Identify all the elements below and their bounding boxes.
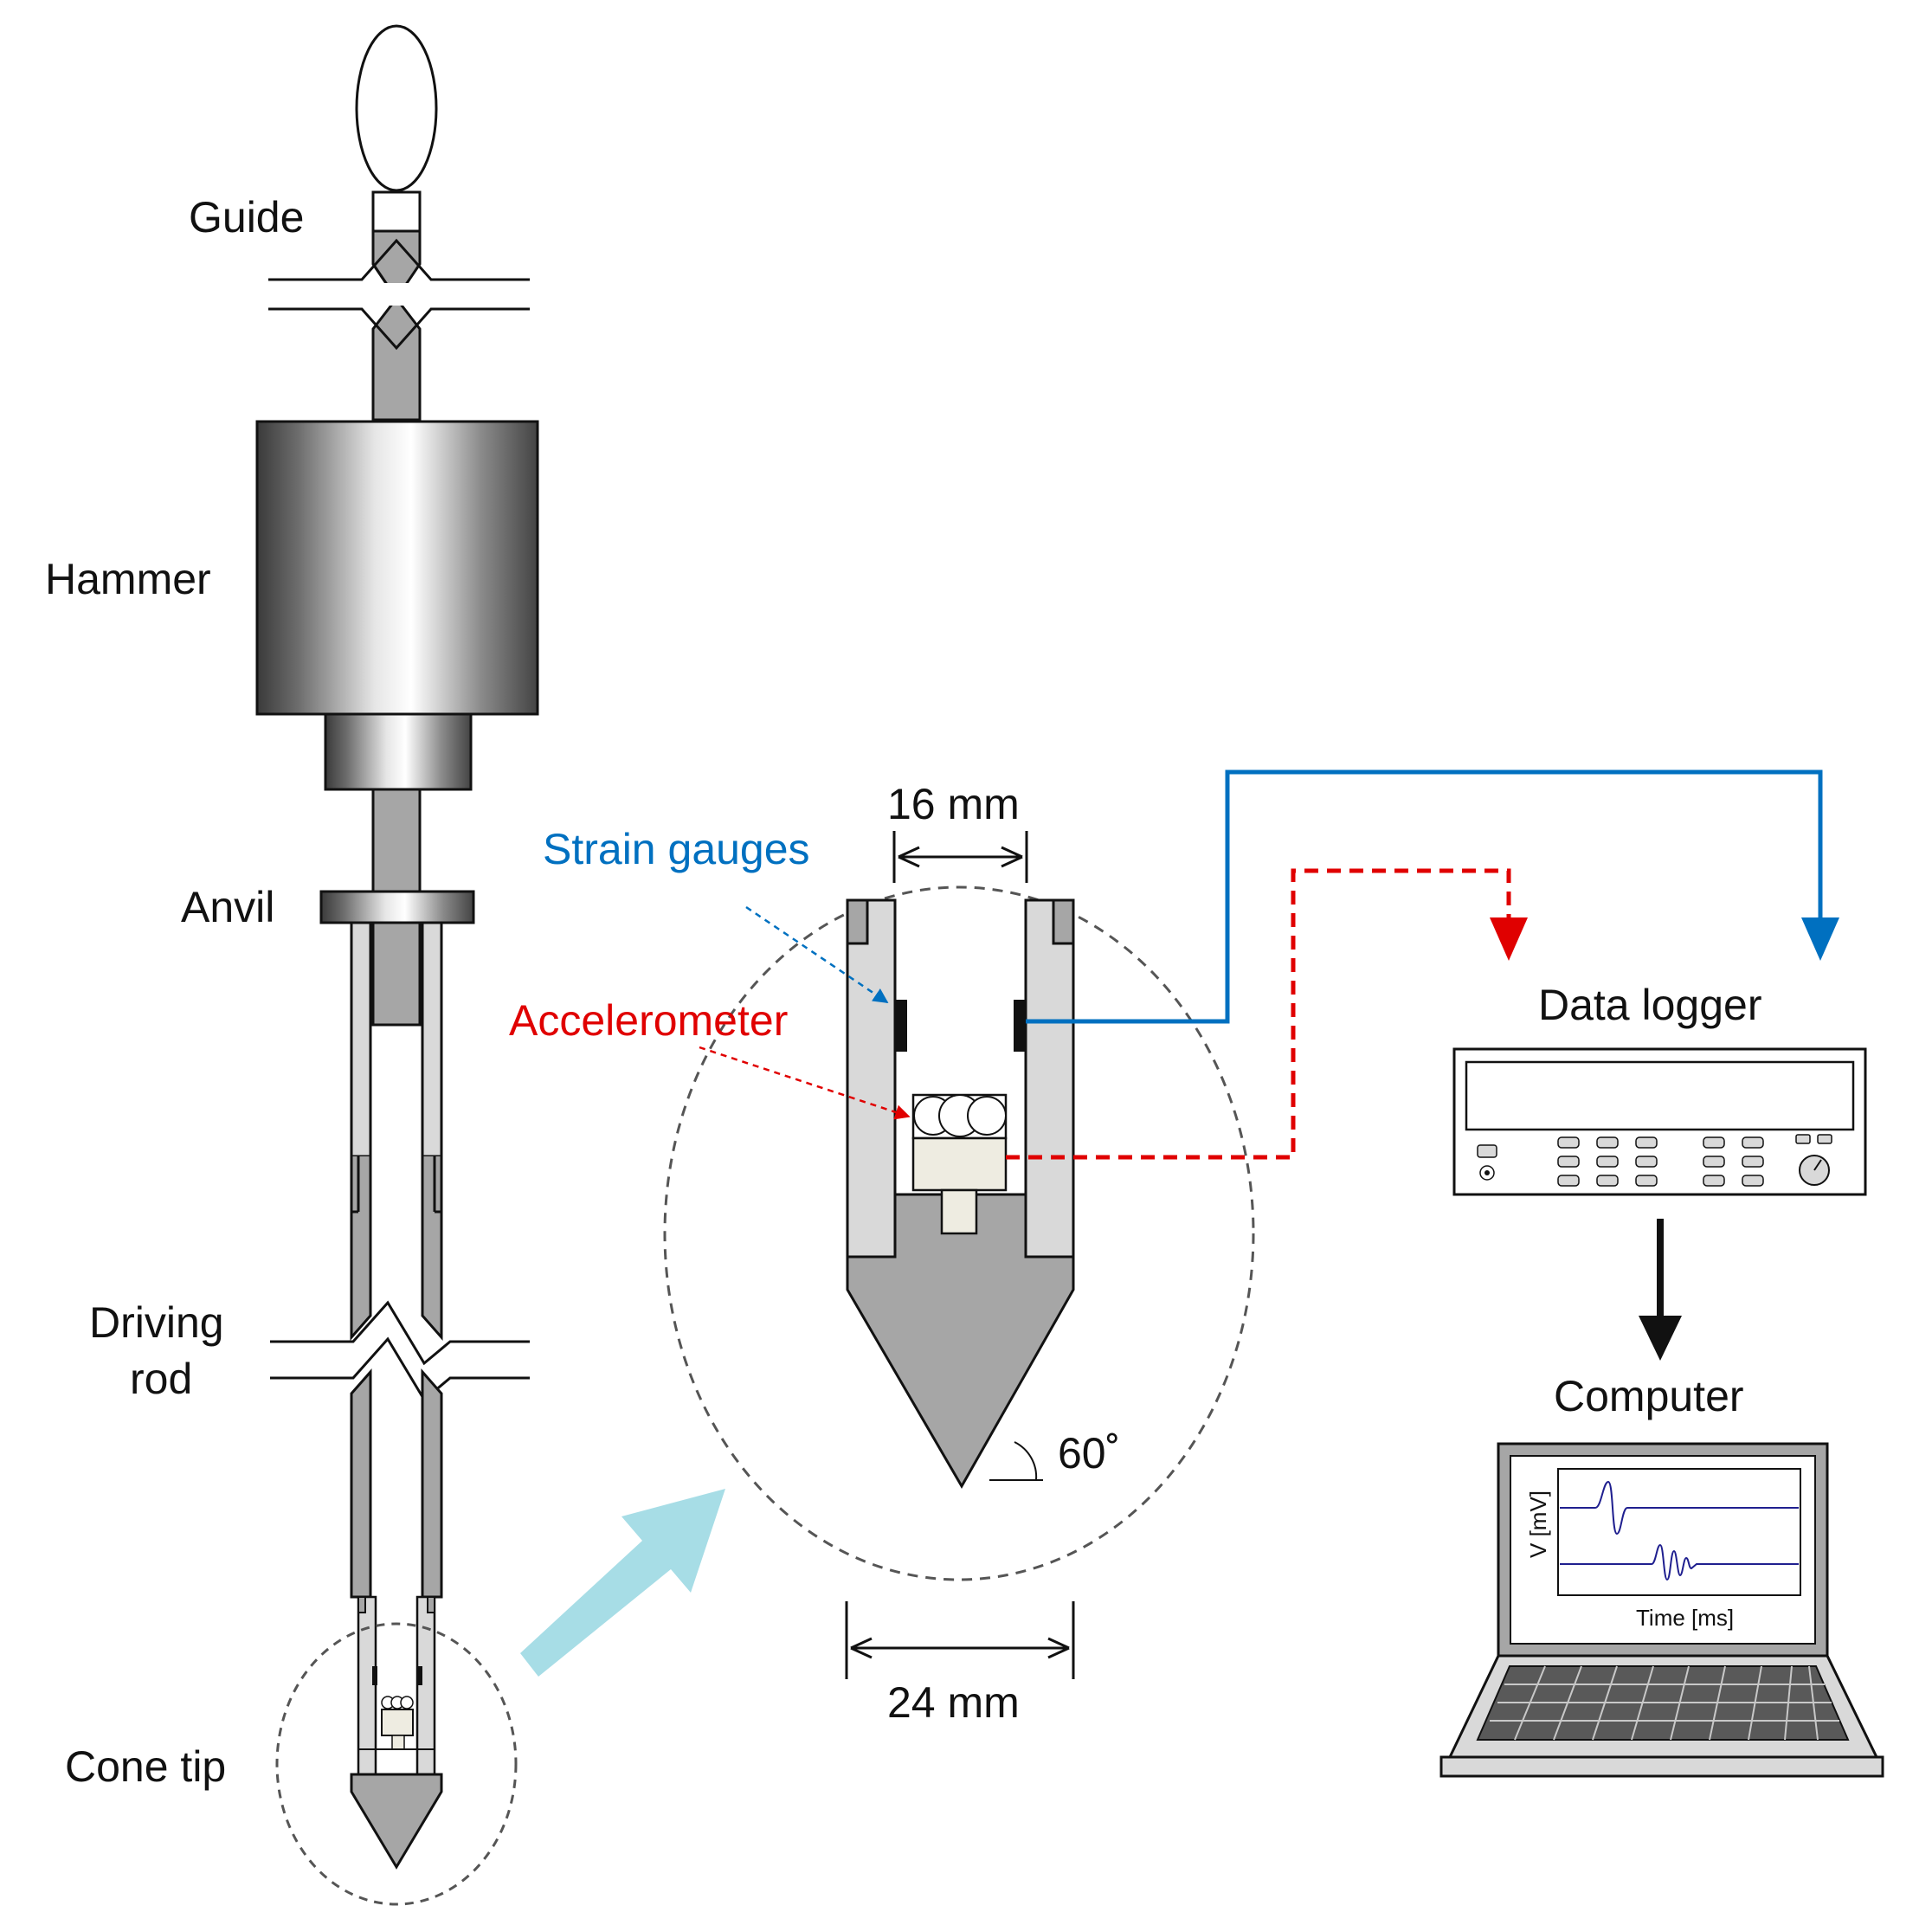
label-16mm: 16 mm (887, 780, 1020, 828)
screen-xlabel: Time [ms] (1636, 1605, 1734, 1631)
label-guide: Guide (189, 193, 304, 241)
screen-ylabel: V [mV] (1525, 1490, 1551, 1558)
dimension-24mm (845, 1601, 1075, 1679)
zoom-arrow (520, 1489, 725, 1677)
accelerometer (911, 1093, 1008, 1235)
hammer-body (255, 420, 539, 716)
strain-signal-line (1026, 769, 1839, 1024)
dcp-apparatus (255, 24, 539, 1906)
cone-tip-zoom-circle (275, 1622, 518, 1906)
dimension-16mm (892, 831, 1028, 883)
data-logger (1452, 1047, 1867, 1196)
cone-tip-detail (663, 885, 1255, 1581)
data-logger-display (1465, 1060, 1855, 1131)
anvil-rod (371, 788, 422, 893)
laptop: V [mV] Time [ms] (1439, 1442, 1884, 1778)
detail-dashed-ellipse (663, 885, 1255, 1581)
screen-signal-top (1560, 1480, 1799, 1535)
label-cone-angle: 60˚ (1058, 1429, 1120, 1478)
strain-gauge-left (895, 1000, 907, 1052)
label-data-logger: Data logger (1538, 981, 1762, 1029)
strain-gauge-right (1014, 1000, 1026, 1052)
screen-plot-area (1557, 1468, 1801, 1596)
label-anvil: Anvil (181, 883, 274, 931)
driving-rod-upper (350, 921, 443, 1341)
screen-signal-bottom (1560, 1543, 1799, 1581)
label-driving: Driving (89, 1298, 224, 1347)
break-line-guide-bottom (268, 307, 530, 351)
anvil (319, 890, 475, 924)
strain-gauge-small-left (372, 1666, 377, 1685)
strain-gauges-pointer (745, 905, 889, 1004)
break-line-guide-top (268, 238, 530, 281)
hammer-neck (324, 712, 473, 791)
guide-rod (268, 229, 530, 422)
label-rod: rod (130, 1355, 192, 1403)
cone-tip-small (350, 1595, 443, 1870)
break-line-rod-bottom (270, 1336, 530, 1402)
handle-grip (355, 24, 438, 192)
label-computer: Computer (1554, 1372, 1744, 1420)
driving-rod-lower (350, 1368, 443, 1599)
strain-gauge-small-right (417, 1666, 422, 1685)
label-cone-tip: Cone tip (65, 1742, 226, 1791)
label-24mm: 24 mm (887, 1678, 1020, 1727)
data-logger-keypad (1557, 1134, 1832, 1187)
handle-collar (371, 190, 422, 233)
label-accelerometer: Accelerometer (509, 996, 788, 1045)
label-hammer: Hammer (45, 555, 211, 603)
accelerometer-pointer (699, 1046, 911, 1120)
break-line-rod-top (270, 1300, 530, 1366)
anvil-plug (371, 921, 422, 1027)
label-strain-gauges: Strain gauges (543, 825, 810, 873)
accelerometer-signal-line (1006, 868, 1528, 1160)
detail-cone (846, 1193, 1075, 1490)
